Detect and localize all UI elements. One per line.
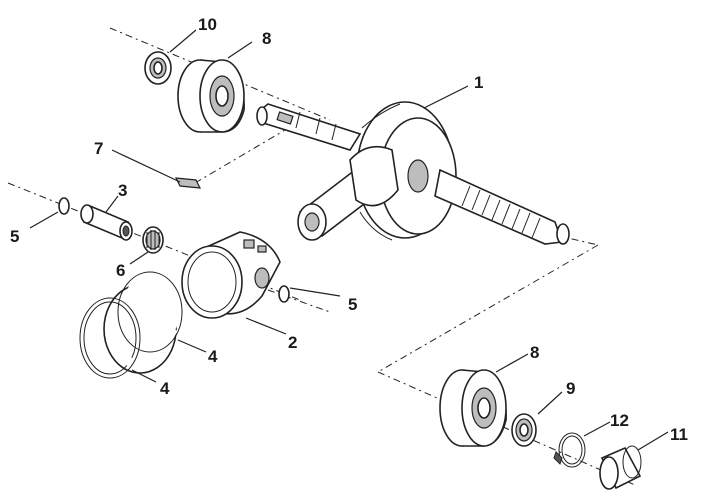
axis-lines — [7, 27, 636, 486]
callout-9: 9 — [566, 379, 575, 398]
seal-part-10 — [144, 51, 172, 85]
callout-8-top: 8 — [262, 29, 271, 48]
crankshaft — [256, 101, 570, 245]
callout-6: 6 — [116, 261, 125, 280]
callout-4-upper: 4 — [208, 347, 218, 366]
piston-part-2 — [181, 231, 281, 319]
piston-ring-part-4-lower — [79, 297, 141, 379]
callout-11: 11 — [670, 425, 688, 444]
callout-7: 7 — [94, 139, 103, 158]
callout-5-right: 5 — [348, 295, 357, 314]
piston-ring-part-4-upper — [103, 271, 183, 374]
circlip-part-5-right — [278, 285, 290, 303]
callout-2: 2 — [288, 333, 297, 352]
bushing-part-11 — [599, 445, 642, 490]
key-part-7 — [174, 177, 202, 189]
callout-8-bottom: 8 — [530, 343, 539, 362]
callout-12: 12 — [610, 411, 629, 430]
callout-labels: 1 8 10 7 3 5 6 5 2 4 4 8 9 12 11 — [10, 15, 688, 444]
bearing-part-8-top — [177, 59, 245, 133]
leader-lines — [29, 29, 669, 451]
callout-1: 1 — [474, 73, 483, 92]
snap-ring-part-12 — [553, 432, 586, 468]
needle-bearing-part-6 — [142, 226, 164, 254]
piston-pin-part-3 — [80, 204, 133, 241]
callout-3: 3 — [118, 181, 127, 200]
bearing-part-8-bottom — [439, 369, 507, 447]
circlip-part-5-left — [58, 197, 70, 215]
seal-part-9 — [511, 413, 537, 447]
callout-4-lower: 4 — [160, 379, 170, 398]
callout-5-left: 5 — [10, 227, 19, 246]
callout-10: 10 — [198, 15, 217, 34]
